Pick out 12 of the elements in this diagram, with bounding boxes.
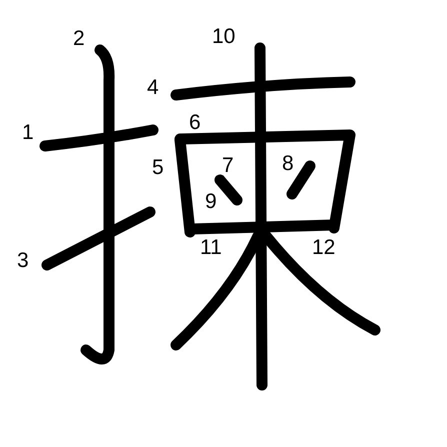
stroke-number: 2 <box>73 28 85 50</box>
stroke-number: 1 <box>22 122 34 144</box>
stroke-number: 9 <box>205 191 217 213</box>
stroke-number: 6 <box>189 112 201 134</box>
stroke-number: 8 <box>282 153 294 175</box>
stroke-number: 3 <box>17 250 29 272</box>
stroke-number: 10 <box>212 26 236 48</box>
stroke-number: 12 <box>312 237 336 259</box>
stroke-number: 4 <box>147 77 159 99</box>
stroke-number: 5 <box>152 157 164 179</box>
stroke-number: 7 <box>222 155 234 177</box>
stroke-number: 11 <box>200 237 222 259</box>
